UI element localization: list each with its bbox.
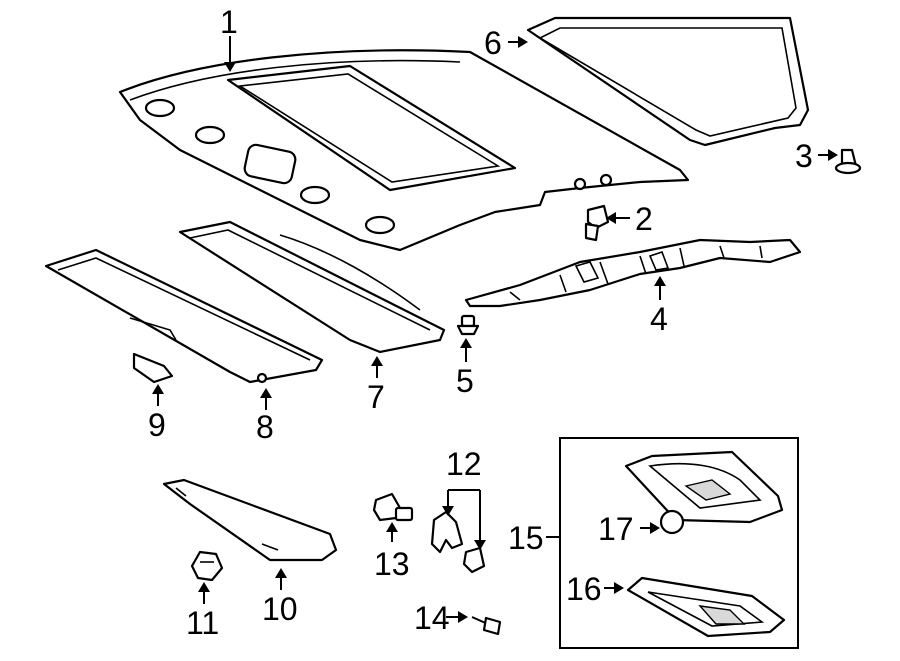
- callout-1: 1: [220, 4, 238, 40]
- bulb-part: [659, 509, 685, 535]
- bushing-13-part: [372, 492, 414, 522]
- lamp-assembly-box: [559, 437, 799, 649]
- callout-3: 3: [795, 138, 813, 174]
- callout-6: 6: [484, 25, 502, 61]
- roof-side-trim-part: [464, 238, 802, 308]
- sun-visor-part: [162, 478, 338, 562]
- callout-5: 5: [456, 363, 474, 399]
- callout-12: 12: [446, 446, 482, 482]
- clips-12-part: [430, 510, 486, 574]
- screw-14-part: [471, 616, 502, 636]
- lamp-housing-part: [624, 450, 784, 524]
- clip-2-part: [584, 204, 610, 242]
- headliner-part: [118, 49, 690, 252]
- callout-4: 4: [650, 301, 668, 337]
- clip-5-part: [456, 314, 480, 336]
- holder-9-part: [132, 352, 174, 384]
- callout-17: 17: [598, 511, 634, 547]
- panel-7-part: [178, 220, 446, 354]
- visor-holder-part: [190, 550, 224, 582]
- clip-3-part: [834, 148, 862, 175]
- callout-7: 7: [367, 379, 385, 415]
- callout-14: 14: [414, 600, 450, 636]
- callout-2: 2: [635, 201, 653, 237]
- callout-8: 8: [256, 409, 274, 445]
- callout-9: 9: [148, 407, 166, 443]
- callout-10: 10: [262, 591, 298, 627]
- callout-15: 15: [508, 520, 544, 556]
- sunroof-seal-part: [526, 16, 810, 147]
- callout-16: 16: [566, 571, 602, 607]
- callout-11: 11: [186, 605, 219, 641]
- panel-8-part: [44, 248, 324, 384]
- callout-13: 13: [374, 546, 410, 582]
- lamp-lens-part: [626, 576, 786, 638]
